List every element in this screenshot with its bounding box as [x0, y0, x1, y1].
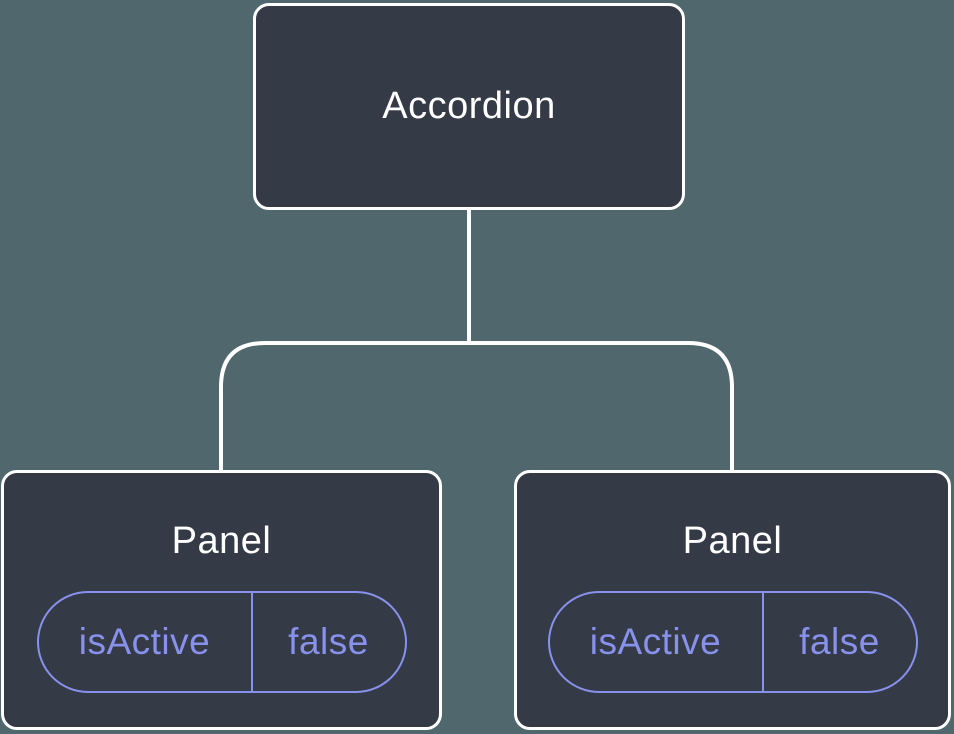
panel-node-left: Panel isActive false — [1, 470, 442, 730]
prop-value-label: false — [250, 593, 405, 691]
accordion-node: Accordion — [253, 3, 685, 210]
panel-node-label: Panel — [171, 520, 272, 562]
panel-node-right: Panel isActive false — [514, 470, 951, 730]
prop-name-label: isActive — [78, 621, 211, 662]
state-prop-pill: isActive false — [547, 591, 918, 693]
prop-name-label: isActive — [589, 621, 722, 662]
accordion-node-label: Accordion — [382, 85, 556, 127]
branch-bracket-line — [219, 341, 734, 472]
prop-value-label: false — [761, 593, 916, 691]
state-prop-pill: isActive false — [36, 591, 407, 693]
panel-node-label: Panel — [682, 520, 783, 562]
